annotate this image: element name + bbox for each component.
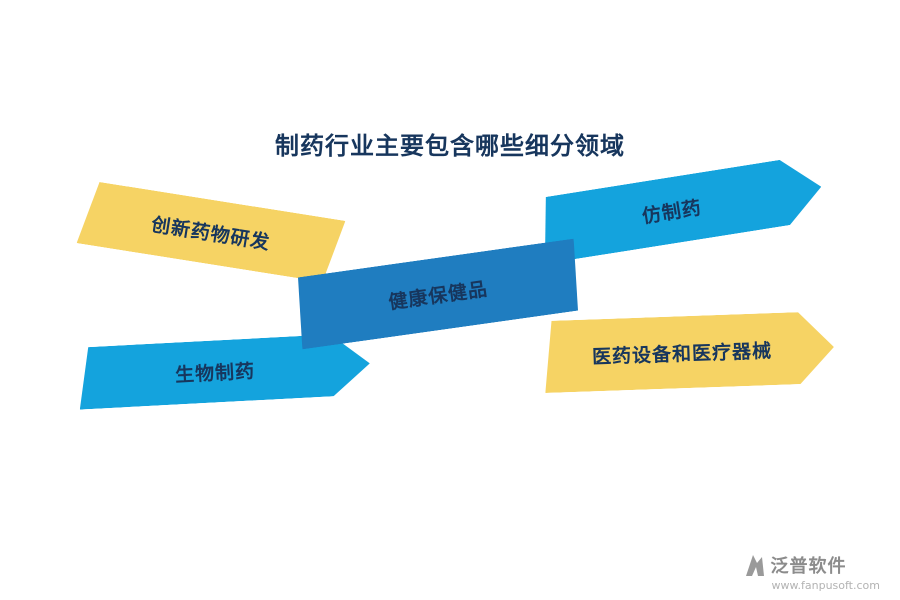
banner-label: 生物制药 [174, 359, 256, 387]
brand-row: 泛普软件 [744, 552, 847, 578]
banner-generic-drugs: 仿制药 [535, 154, 827, 264]
banner-innovative-drug-rnd: 创新药物研发 [77, 180, 346, 284]
fanpu-logo-icon [744, 553, 766, 577]
brand-name: 泛普软件 [770, 556, 847, 577]
banner-label: 创新药物研发 [149, 213, 272, 254]
watermark-footer: 泛普软件 www.fanpusoft.com [744, 552, 880, 592]
banner-label: 仿制药 [640, 196, 704, 228]
banner-label: 健康保健品 [387, 277, 490, 314]
page-title: 制药行业主要包含哪些细分领域 [275, 131, 625, 160]
banner-medical-devices: 医药设备和医疗器械 [543, 311, 835, 393]
site-url: www.fanpusoft.com [771, 579, 880, 592]
banner-label: 医药设备和医疗器械 [591, 339, 773, 368]
banner-health-products: 健康保健品 [292, 239, 583, 350]
